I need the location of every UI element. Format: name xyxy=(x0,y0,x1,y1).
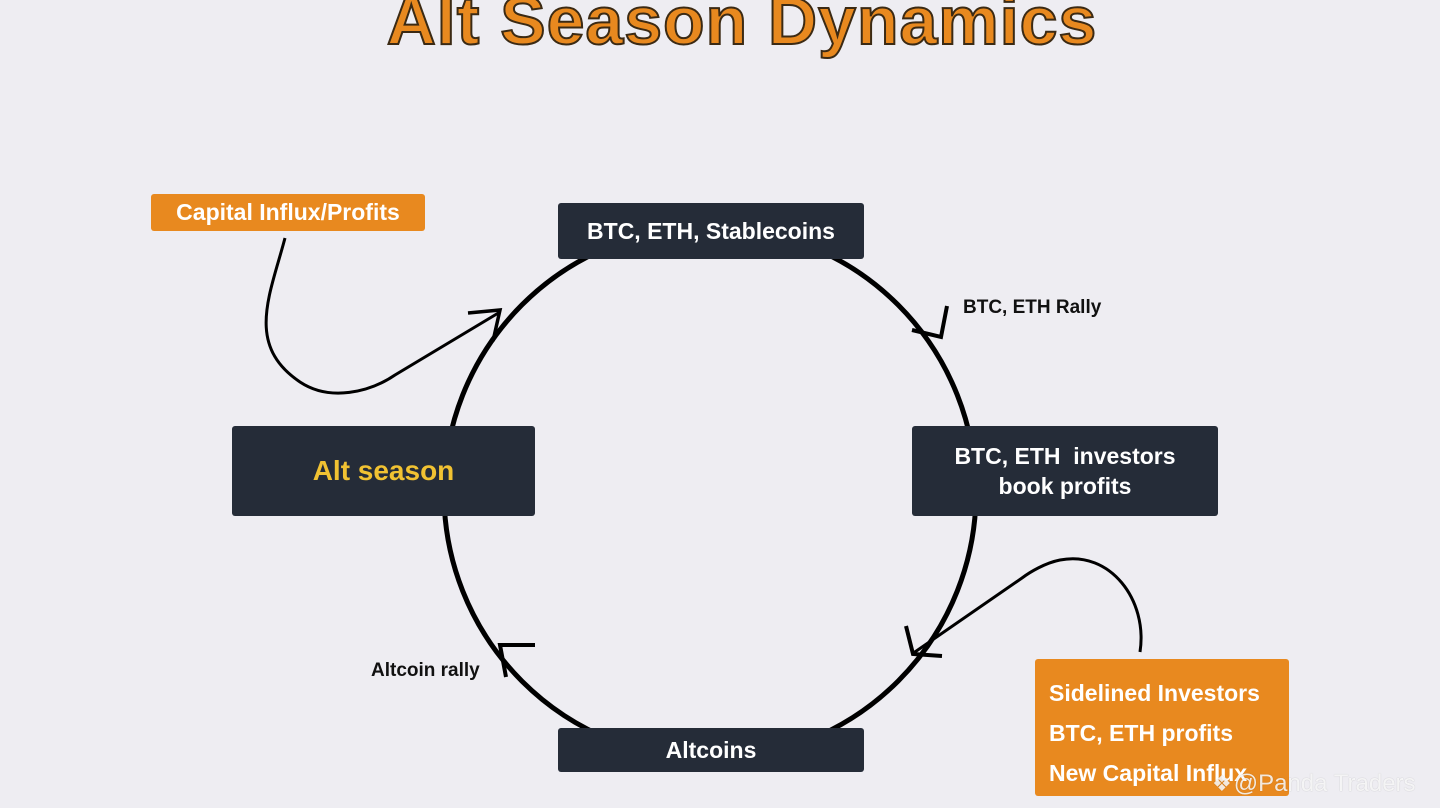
sidelined-line-3: New Capital Influx xyxy=(1049,760,1248,786)
watermark: ❖@Panda Traders xyxy=(1212,770,1416,798)
btc-rally-arrowhead xyxy=(911,305,949,340)
sidelined-line-2: BTC, ETH profits xyxy=(1049,720,1233,746)
label-altcoin-rally: Altcoin rally xyxy=(371,660,480,681)
sidelined-connector xyxy=(911,557,1143,656)
capital-influx-arrowhead xyxy=(467,308,503,342)
capital-influx-connector xyxy=(264,237,501,395)
node-btc-eth-stablecoins: BTC, ETH, Stablecoins xyxy=(558,203,864,259)
capital-influx-tag: Capital Influx/Profits xyxy=(151,194,425,231)
altcoin-rally-arrowhead xyxy=(497,643,535,678)
sidelined-investors-tag: Sidelined Investors BTC, ETH profits New… xyxy=(1035,659,1289,796)
label-btc-eth-rally: BTC, ETH Rally xyxy=(963,297,1102,318)
node-investors-book-profits: BTC, ETH investors book profits xyxy=(912,426,1218,516)
node-alt-season: Alt season xyxy=(232,426,535,516)
page-title: Alt Season Dynamics xyxy=(386,0,1098,60)
node-altcoins: Altcoins xyxy=(558,728,864,772)
watermark-text: @Panda Traders xyxy=(1233,770,1416,797)
panda-logo-icon: ❖ xyxy=(1212,771,1232,796)
node-right-line-1: BTC, ETH investors xyxy=(954,443,1176,469)
node-right-line-2: book profits xyxy=(998,473,1132,499)
sidelined-line-1: Sidelined Investors xyxy=(1049,680,1260,706)
